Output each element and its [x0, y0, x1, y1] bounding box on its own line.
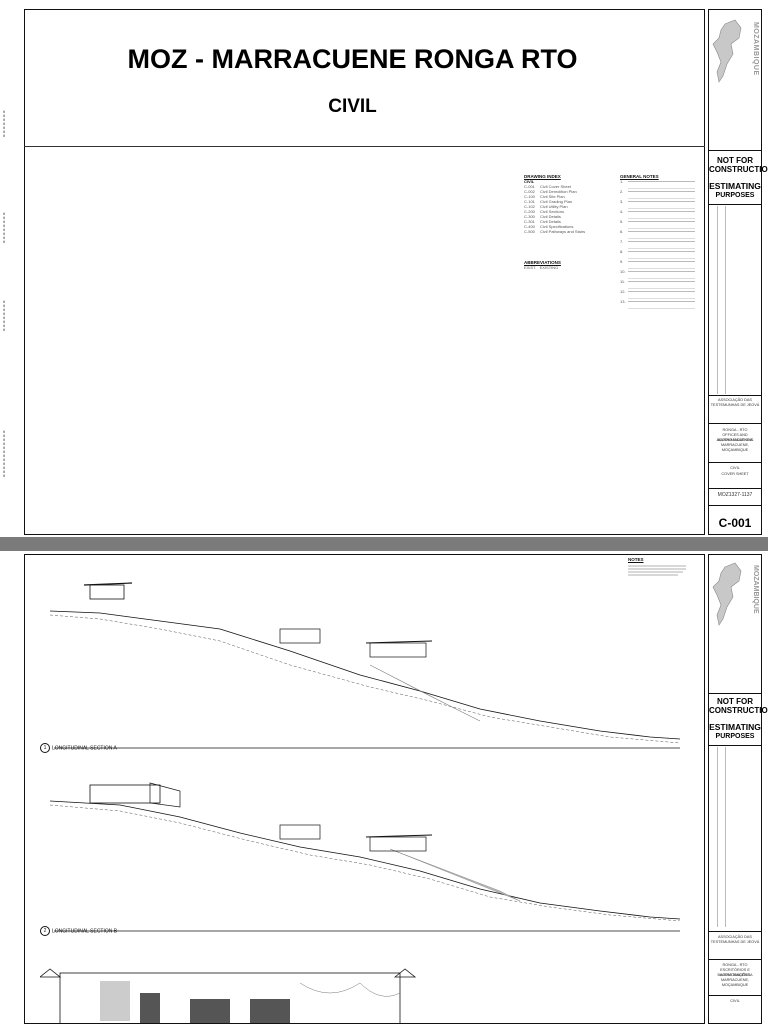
purposes-label: PURPOSES: [715, 733, 755, 740]
not-for-label: NOT FOR: [717, 156, 753, 165]
country-label: MOZAMBIQUE: [752, 565, 759, 614]
section-a-number: 1: [40, 743, 50, 753]
notes-text-lines: [628, 565, 686, 576]
general-note-item: 11.: [620, 279, 695, 289]
title-block: MOZAMBIQUE NOT FOR CONSTRUCTION ESTIMATI…: [708, 9, 768, 535]
sheet-number: C-001: [718, 516, 752, 530]
title-block: MOZAMBIQUE NOT FOR CONSTRUCTION ESTIMATI…: [708, 554, 768, 1024]
general-note-item: 4.: [620, 209, 695, 219]
project-line1: RONGA - RTO: [722, 428, 748, 432]
project-line2: ESCRITÓRIOS E ACOMODAÇÕES: [719, 968, 751, 977]
construction-label: CONSTRUCTION: [709, 706, 768, 715]
section-a-titleline: [54, 747, 680, 749]
drawing-index-heading: DRAWING INDEX: [524, 174, 561, 179]
abbreviations-heading: ABBREVIATIONS: [524, 260, 561, 265]
client-line1: ASSOCIAÇÃO DAS: [718, 935, 752, 939]
client-line1: ASSOCIAÇÃO DAS: [718, 398, 752, 402]
discipline-title: CIVIL: [328, 96, 377, 117]
general-notes-heading: GENERAL NOTES: [620, 174, 659, 179]
notes-heading: NOTES: [628, 557, 644, 562]
client-line2: TESTEMUNHAS DE JEOVÁ: [710, 403, 760, 407]
project-title: MOZ - MARRACUENE RONGA RTO: [127, 44, 578, 74]
general-note-item: 13.: [620, 299, 695, 309]
client-line2: TESTEMUNHAS DE JEOVÁ: [710, 940, 760, 944]
section-b-profile: [49, 782, 680, 921]
section-b-title-text: LONGITUDINAL SECTION B: [52, 928, 118, 935]
purposes-label: PURPOSES: [715, 192, 755, 199]
tb-discipline: CIVIL: [730, 466, 740, 470]
sheet-cover: MOZ - MARRACUENE RONGA RTO CIVIL DRAWING…: [2, 9, 768, 535]
margin-stamp: ▮▮▮▮▮▮▮▮▮▮▮▮: [2, 430, 6, 478]
project-line3: BAIRRO MAGENGA: [717, 438, 753, 442]
site-plan-partial: [40, 968, 417, 1023]
drawing-frame: [24, 9, 705, 535]
estimating-label: ESTIMATING: [709, 181, 761, 191]
margin-stamp: ▮▮▮▮▮▮▮▮: [2, 212, 6, 244]
general-note-item: 5.: [620, 219, 695, 229]
country-label: MOZAMBIQUE: [752, 22, 759, 76]
construction-label: CONSTRUCTION: [709, 165, 768, 174]
abbreviations: ABBREVIATIONS EXIST. EXISTING: [524, 260, 609, 270]
estimating-label: ESTIMATING: [709, 722, 761, 732]
section-a-profile: [49, 582, 680, 744]
general-note-item: 9.: [620, 259, 695, 269]
general-note-item: 1.: [620, 179, 695, 189]
project-line4: MARRACUENE, MOÇAMBIQUE: [720, 443, 750, 452]
divider: [24, 146, 705, 147]
section-b-number: 2: [40, 926, 50, 936]
not-for-label: NOT FOR: [717, 697, 753, 706]
general-note-item: 7.: [620, 239, 695, 249]
drawing-index-subheading: CIVIL: [524, 179, 535, 184]
mozambique-map-icon: [712, 562, 742, 626]
general-note-item: 2.: [620, 189, 695, 199]
general-note-item: 6.: [620, 229, 695, 239]
project-line3: BAIRRO MAGENGA: [717, 973, 753, 977]
project-line4: MARRACUENE, MOÇAMBIQUE: [720, 978, 750, 987]
project-line2: OFFICES AND ACCOMMODATIONS: [716, 433, 754, 442]
mozambique-map-icon: [712, 19, 742, 83]
general-notes: GENERAL NOTES 1.2.3.4.5.6.7.8.9.10.11.12…: [620, 174, 695, 309]
general-note-item: 8.: [620, 249, 695, 259]
margin-stamp: ▮▮▮▮▮▮▮▮: [2, 300, 6, 332]
project-number: MOZ1327-1137: [717, 492, 753, 498]
tb-discipline: CIVIL: [730, 999, 740, 1003]
margin-stamp: ▮▮▮▮▮▮▮: [2, 110, 6, 138]
general-note-item: 3.: [620, 199, 695, 209]
section-a-title-text: LONGITUDINAL SECTION A: [52, 745, 117, 752]
general-note-item: 10.: [620, 269, 695, 279]
tb-sheet-name: COVER SHEET: [721, 472, 749, 476]
general-note-item: 12.: [620, 289, 695, 299]
project-line1: RONGA - RTO: [722, 963, 748, 967]
abbreviation-row: EXIST. EXISTING: [524, 265, 559, 270]
section-b-titleline: [54, 930, 680, 932]
page-gap: [0, 537, 768, 551]
